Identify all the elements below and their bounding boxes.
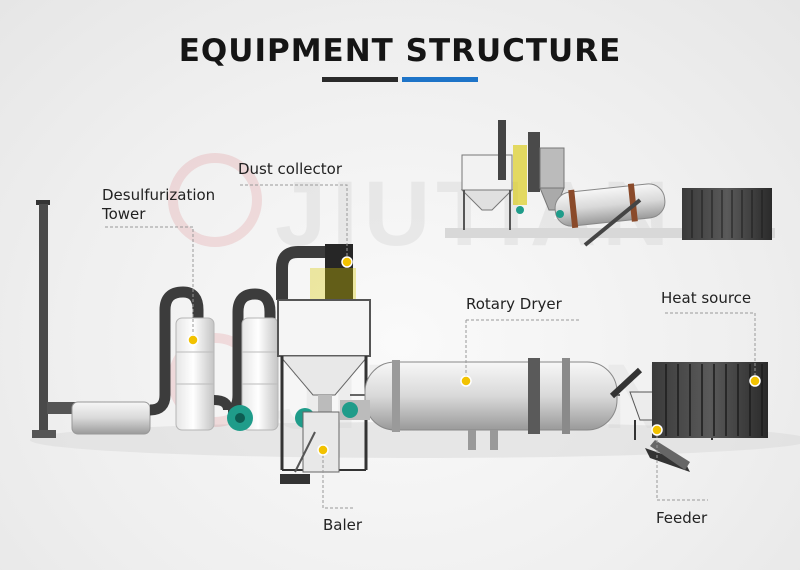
desulfurization-towers: [149, 286, 279, 431]
marker-heat-source: [749, 375, 761, 387]
label-feeder: Feeder: [656, 509, 708, 527]
chimney: [32, 200, 56, 438]
marker-feeder: [651, 424, 663, 436]
title-underline-blue: [402, 77, 478, 82]
dust-collector: [276, 244, 371, 471]
marker-rotary-dryer: [460, 375, 472, 387]
page-title: EQUIPMENT STRUCTURE: [178, 33, 622, 69]
label-desulfurization-tower: Desulfurization Tower: [102, 186, 216, 223]
callout-lines: [105, 184, 756, 509]
overview-assembly: [445, 120, 775, 247]
rotary-dryer: [340, 358, 620, 450]
marker-desulfurization: [187, 334, 199, 346]
marker-baler: [317, 444, 329, 456]
callout-markers: [187, 256, 761, 456]
label-dust-collector: Dust collector: [238, 160, 342, 178]
title-underline-dark: [322, 77, 398, 82]
marker-dust-collector: [341, 256, 353, 268]
label-rotary-dryer: Rotary Dryer: [466, 295, 562, 313]
label-heat-source: Heat source: [661, 289, 752, 307]
label-baler: Baler: [323, 516, 363, 534]
floor-shadow: [30, 422, 800, 458]
baler: [280, 411, 340, 484]
heat-source: [652, 362, 768, 438]
